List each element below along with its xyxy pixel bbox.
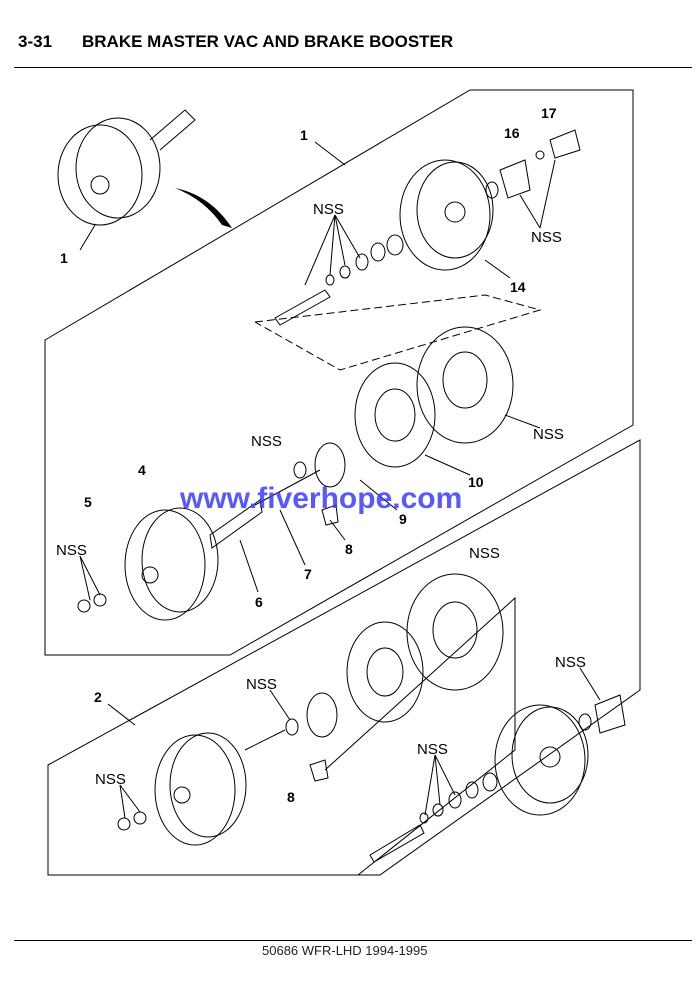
footer-model-info: 50686 WFR-LHD 1994-1995 (262, 943, 428, 958)
callout-1: 1 (300, 127, 308, 143)
callout-nss: NSS (555, 654, 586, 671)
booster-assembled-illustration (57, 109, 232, 228)
callout-6: 6 (255, 594, 263, 610)
leader-lines (79, 141, 601, 819)
section-number: 3-31 (18, 32, 53, 51)
callout-nss: NSS (246, 676, 277, 693)
footer-divider (14, 940, 692, 941)
callout-16: 16 (504, 125, 520, 141)
callout-nss: NSS (95, 771, 126, 788)
page-title: BRAKE MASTER VAC AND BRAKE BOOSTER (82, 32, 454, 51)
assembly-2-illustration (117, 573, 626, 863)
callout-8-b: 8 (287, 789, 295, 805)
sub-panel-outline-2 (324, 596, 516, 876)
callout-nss: NSS (533, 426, 564, 443)
callout-nss: NSS (56, 542, 87, 559)
sub-panel-outline (254, 294, 542, 371)
callout-nss: NSS (531, 229, 562, 246)
callout-7: 7 (304, 566, 312, 582)
callout-17: 17 (541, 105, 557, 121)
watermark: www.fiverhope.com (179, 482, 462, 515)
assembly-1-panel (44, 89, 634, 656)
header-divider (14, 67, 692, 68)
callout-nss: NSS (469, 545, 500, 562)
diaphragm-illustration (209, 326, 514, 549)
callout-4: 4 (138, 462, 146, 478)
callout-8: 8 (345, 541, 353, 557)
callout-nss: NSS (417, 741, 448, 758)
callout-10: 10 (468, 474, 484, 490)
front-shell-illustration (77, 507, 219, 621)
callout-nss: NSS (251, 433, 282, 450)
callout-5: 5 (84, 494, 92, 510)
callout-9: 9 (399, 511, 407, 527)
callout-1-assembled: 1 (60, 250, 68, 266)
rear-shell-illustration (274, 129, 581, 326)
callout-2: 2 (94, 689, 102, 705)
assembly-2-panel (47, 439, 641, 876)
callout-14: 14 (510, 279, 526, 295)
callout-nss: NSS (313, 201, 344, 218)
